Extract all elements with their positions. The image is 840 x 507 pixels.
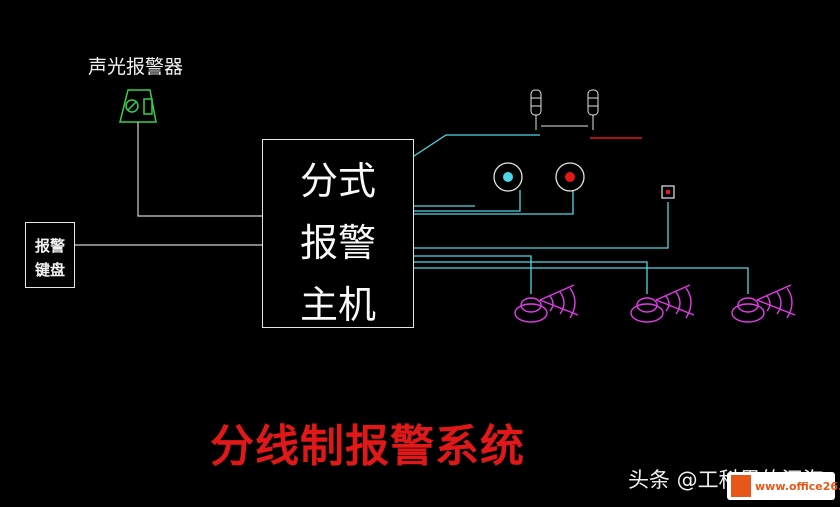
pir-detector-icon [514,284,579,323]
site-badge: www.office26.com [727,472,840,500]
emergency-button-icon [661,185,675,199]
keypad-line-1: 报警 [34,237,65,255]
sounder-strobe-label: 声光报警器 [88,56,184,78]
grey-wires [75,122,262,246]
office-logo-icon [731,475,751,497]
vibration-detector-icon [555,162,585,192]
host-line-3: 主机 [299,283,376,327]
sounder-strobe-icon [119,89,157,123]
keypad-line-2: 键盘 [34,261,65,279]
site-url: www.office26.com [755,480,840,493]
pir-detector-icon [731,284,796,323]
beam-detector-icons [530,89,599,130]
host-line-2: 报警 [299,221,376,265]
pir-detector-icon [630,284,695,323]
glass-break-detector-icon [493,162,523,192]
emergency-button-dot [666,190,670,194]
host-line-1: 分式 [299,159,376,203]
alarm-keypad-box: 报警 键盘 [25,222,75,288]
alarm-host-box: 分式 报警 主机 [262,139,414,328]
cyan-wires [413,134,749,294]
system-title: 分线制报警系统 [210,421,525,472]
